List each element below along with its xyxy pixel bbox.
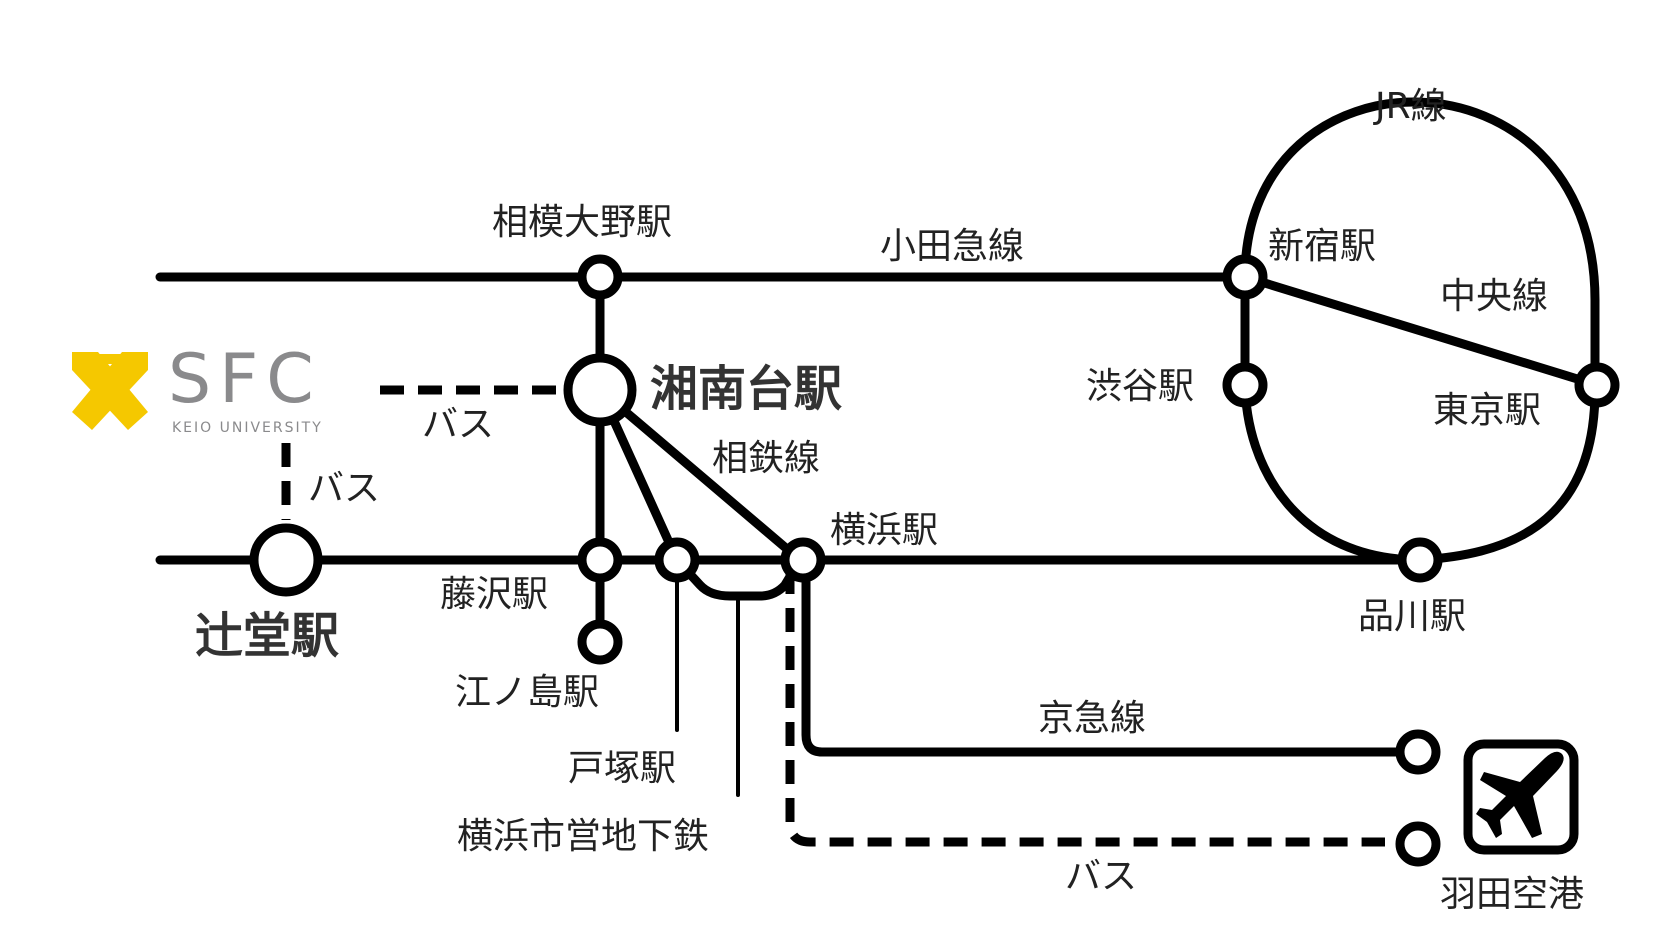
subway-line	[672, 555, 805, 601]
label-bus-haneda: バス	[1065, 856, 1137, 897]
station-tsujido[interactable]	[249, 523, 323, 597]
label-haneda: 羽田空港	[1440, 874, 1584, 915]
label-totsuka: 戸塚駅	[568, 748, 676, 789]
label-bus-shonandai: バス	[422, 404, 494, 445]
station-shinjuku[interactable]	[1222, 254, 1268, 300]
bus-yokohama-haneda	[785, 570, 1385, 847]
chuo-line	[1240, 272, 1602, 390]
sotetsu-line	[595, 385, 805, 565]
label-chuo: 中央線	[1440, 276, 1548, 317]
label-subway: 横浜市営地下鉄	[457, 816, 709, 857]
station-tokyo[interactable]	[1574, 362, 1620, 408]
sfc-pen-mark	[72, 352, 148, 430]
sfc-logo-subtext: KEIO UNIVERSITY	[172, 420, 323, 436]
airplane-icon	[1463, 739, 1579, 855]
label-shonandai: 湘南台駅	[650, 361, 842, 417]
label-shibuya: 渋谷駅	[1086, 366, 1194, 407]
label-sotetsu: 相鉄線	[712, 438, 820, 479]
station-haneda-keikyu[interactable]	[1395, 729, 1441, 775]
keikyu-line	[801, 555, 1423, 757]
station-shibuya[interactable]	[1222, 362, 1268, 408]
label-enoshima: 江ノ島駅	[455, 672, 599, 713]
label-sagamiono: 相模大野駅	[492, 202, 672, 243]
station-enoshima[interactable]	[577, 619, 623, 665]
label-keikyu: 京急線	[1038, 698, 1146, 739]
label-jr: JR線	[1373, 86, 1447, 127]
label-tsujido: 辻堂駅	[195, 608, 339, 664]
label-bus-tsujido: バス	[308, 468, 380, 509]
station-fujisawa[interactable]	[577, 537, 623, 583]
label-odakyu: 小田急線	[880, 226, 1024, 267]
station-totsuka[interactable]	[654, 537, 700, 583]
jr-loop	[1240, 97, 1600, 565]
label-yokohama: 横浜駅	[830, 510, 938, 551]
station-shinagawa[interactable]	[1397, 537, 1443, 583]
sfc-logo-text: SFC	[168, 340, 322, 419]
label-shinagawa: 品川駅	[1358, 596, 1466, 637]
label-shinjuku: 新宿駅	[1268, 226, 1376, 267]
label-tokyo: 東京駅	[1433, 390, 1541, 431]
label-fujisawa: 藤沢駅	[440, 574, 548, 615]
station-shonandai[interactable]	[563, 353, 637, 427]
station-yokohama[interactable]	[780, 537, 826, 583]
sfc-logo[interactable]: SFC KEIO UNIVERSITY	[72, 340, 323, 436]
station-sagamiono[interactable]	[577, 254, 623, 300]
station-haneda-bus[interactable]	[1395, 821, 1441, 867]
